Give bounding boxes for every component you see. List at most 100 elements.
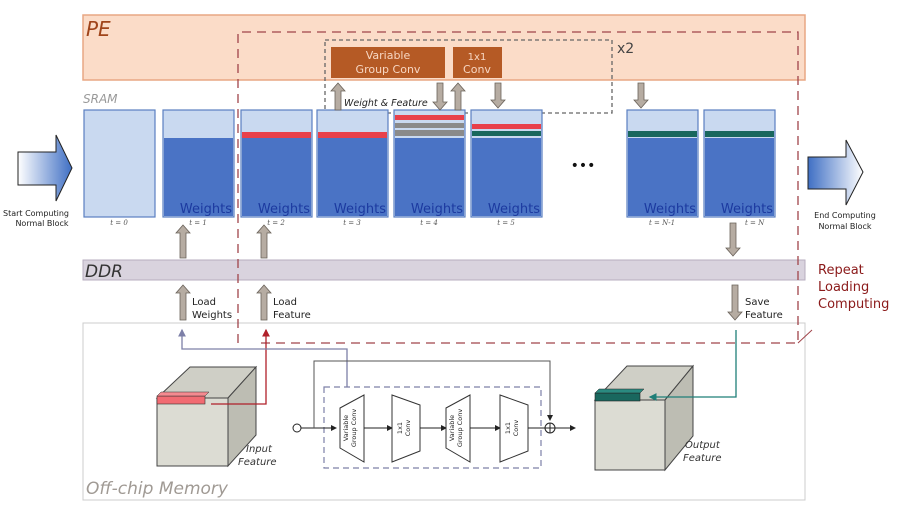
feature-band (395, 130, 464, 136)
output-feature-2: Feature (683, 453, 722, 464)
load-feature-1: Load (273, 297, 297, 308)
save-feature-2: Feature (745, 310, 783, 321)
offchip-region (82, 322, 806, 501)
load-weights-1: Load (192, 297, 216, 308)
weights-fill (164, 138, 233, 216)
feature-band (242, 132, 311, 138)
weights-fill (318, 138, 387, 216)
weights-fill (705, 138, 774, 216)
pe-down-arrow (633, 82, 649, 109)
feature-band (472, 131, 541, 136)
op-label: Group Conv (456, 409, 464, 447)
output-feature-1: Output (685, 440, 721, 451)
save-feature-1: Save (745, 297, 770, 308)
weights-label: Weights (258, 202, 310, 217)
sram-block-0: t = 0 (83, 109, 156, 227)
input-feature-slice (156, 395, 206, 405)
skip-connection (313, 360, 553, 428)
feature-band (705, 131, 774, 137)
load-weights-2: Weights (192, 310, 232, 321)
feature-band (628, 131, 697, 137)
repeat-label-3: Computing (818, 297, 889, 312)
weights-label: Weights (488, 202, 540, 217)
load-feature-ddr-arrow (256, 284, 272, 321)
time-label: t = 3 (343, 219, 361, 227)
repeat-x2-label: x2 (617, 41, 634, 57)
ellipsis: ••• (571, 158, 596, 174)
op-label: Group Conv (350, 409, 358, 447)
conv1x1-op (453, 47, 502, 78)
time-label: t = 2 (267, 219, 285, 227)
weights-label: Weights (180, 202, 232, 217)
weights-label: Weights (334, 202, 386, 217)
feature-band (395, 115, 464, 120)
ddr-label: DDR (85, 262, 123, 282)
repeat-region (237, 31, 799, 344)
op-label: 1x1 (504, 422, 512, 434)
variable-group-conv-line2: Group Conv (356, 63, 421, 76)
offchip-label: Off-chip Memory (86, 479, 229, 499)
load-weights-arrow-up (175, 224, 191, 259)
end-label-2: Normal Block (818, 222, 871, 231)
input-feature-1: Input (246, 444, 273, 455)
sram-block-5: Weights t = 5 (470, 109, 543, 227)
input-node (292, 423, 302, 433)
variable-group-conv-line1: Variable (366, 49, 411, 62)
weights-fill (395, 138, 464, 216)
conv-up-arrow (450, 82, 466, 111)
load-weights-path (178, 328, 348, 387)
op-label: Conv (404, 420, 412, 437)
weights-fill (472, 138, 541, 216)
load-feature-arrow-up (256, 224, 272, 259)
time-label: t = 0 (110, 219, 128, 227)
conv1x1-line1: 1x1 (468, 52, 487, 63)
time-label: t = N-1 (649, 219, 675, 227)
feature-band (472, 124, 541, 129)
save-arrow-down (725, 222, 741, 257)
op-label: 1x1 (396, 422, 404, 434)
load-feature-2: Feature (273, 310, 311, 321)
sram-block-4: Weights t = 4 (393, 109, 466, 227)
repeat-label-1: Repeat (818, 263, 864, 278)
op-label: Variable (342, 415, 350, 441)
weights-label: Weights (721, 202, 773, 217)
save-feature-path (648, 330, 737, 401)
weights-fill (628, 138, 697, 216)
repeat-x2-box (324, 39, 613, 114)
end-arrow (807, 139, 864, 206)
load-feature-path (211, 328, 270, 405)
feature-band (318, 132, 387, 138)
start-arrow (17, 134, 73, 202)
repeat-connector (797, 329, 813, 344)
op-label: Conv (512, 420, 520, 437)
weights-fill (242, 138, 311, 216)
sram-label: SRAM (83, 92, 118, 106)
time-label: t = 1 (189, 219, 207, 227)
output-feature-cube (593, 364, 695, 472)
time-label: t = 5 (497, 219, 515, 227)
start-label-1: Start Computing (3, 209, 69, 218)
output-feature-slice (594, 392, 641, 402)
op-label: Variable (448, 415, 456, 441)
weight-feature-label: Weight & Feature (344, 98, 428, 109)
sram-block-3: Weights t = 3 (316, 109, 389, 227)
input-feature-2: Feature (238, 457, 277, 468)
pe-label: PE (86, 17, 111, 41)
start-label-2: Normal Block (15, 219, 68, 228)
time-label: t = N (745, 219, 765, 227)
weight-feature-up-arrow (330, 82, 346, 111)
conv-down-arrow (490, 82, 506, 109)
sram-block-7: Weights t = N (703, 109, 776, 227)
repeat-label-2: Loading (818, 280, 869, 295)
save-feature-ddr-arrow (727, 284, 743, 321)
weights-label: Weights (411, 202, 463, 217)
time-label: t = 4 (420, 219, 438, 227)
sram-block-2: Weights t = 2 (240, 109, 313, 227)
sram-block-1: Weights t = 1 (162, 109, 235, 227)
input-feature-cube (155, 365, 258, 468)
ddr-region (82, 259, 806, 281)
